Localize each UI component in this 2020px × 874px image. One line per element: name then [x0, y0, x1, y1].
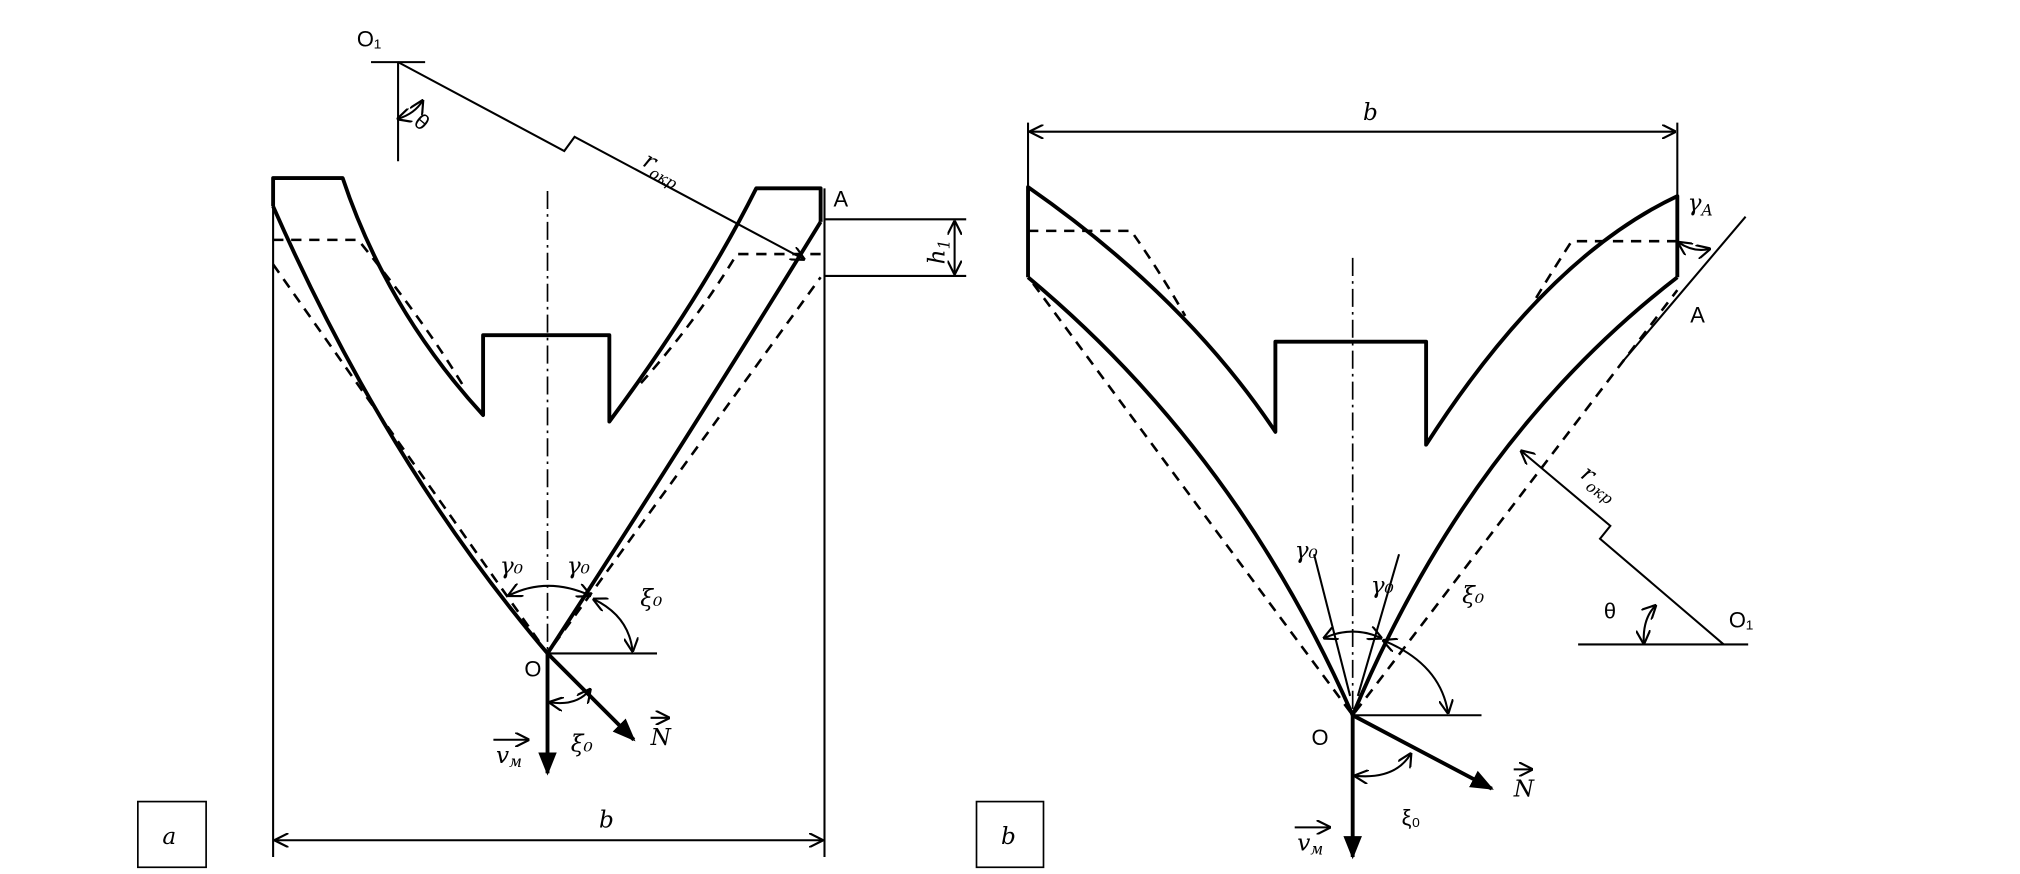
normal-label: N [1513, 775, 1535, 802]
velocity-label: vм [1297, 830, 1323, 859]
xi-upper-label: ξ₀ [640, 585, 662, 612]
normal-vector-arrow [546, 652, 636, 742]
xi-upper-arc [594, 599, 633, 651]
gamma-left-label: γ₀ [1295, 537, 1318, 564]
gamma-a-main: γ [1688, 189, 1702, 216]
gamma-arc [509, 586, 590, 596]
theta-label: θ [1604, 599, 1616, 624]
xi-lower-label: ξ₀ [571, 730, 593, 757]
tangent-left [1313, 553, 1352, 697]
gamma-a-sub: A [1699, 201, 1712, 219]
xi-lower-label: ξ₀ [1402, 805, 1421, 830]
blade-upper-outline [271, 176, 823, 424]
gamma-a-label: γA [1688, 189, 1713, 219]
panel-b: b γA A θ O₁ rокр γ₀ γ₀ ξ₀ O [975, 99, 1753, 869]
point-a-label: A [834, 186, 849, 211]
radius-line [397, 61, 804, 259]
panel-a-tag-box [137, 800, 207, 869]
dashed-left-inner [1028, 229, 1187, 317]
tangent-right [1356, 553, 1401, 697]
h1-label-sub: 1 [935, 240, 953, 250]
gamma-right-label: γ₀ [1371, 572, 1394, 599]
normal-label: N [650, 724, 672, 751]
dashed-right-inner [636, 252, 821, 388]
velocity-label-sub: м [1310, 840, 1323, 858]
width-label: b [599, 806, 614, 833]
velocity-label: vм [496, 742, 522, 771]
gamma-arc [1324, 632, 1381, 638]
point-a-label: A [1690, 302, 1705, 327]
panel-b-tag: b [1001, 823, 1016, 850]
blade-upper-outline [1026, 185, 1680, 447]
origin-label: O [524, 657, 541, 682]
dashed-outer-edges [1032, 282, 1679, 718]
velocity-label-main: v [496, 742, 509, 769]
theta-arc [1644, 606, 1656, 643]
panel-a-tag: a [162, 823, 176, 850]
velocity-label-main: v [1297, 830, 1310, 857]
o1-label: O₁ [1729, 608, 1753, 633]
gamma-a-arc [1679, 242, 1710, 249]
width-label: b [1363, 99, 1378, 126]
svg-text:h1: h1 [923, 240, 953, 265]
panel-b-tag-box [975, 800, 1045, 869]
radius-label: rокр [637, 147, 687, 193]
xi-upper-arc [1384, 641, 1448, 713]
xi-lower-arc [550, 690, 590, 704]
h1-label: h1 [923, 240, 953, 265]
gamma-left-label: γ₀ [500, 553, 523, 580]
xi-lower-arc [1355, 754, 1410, 776]
normal-vector-arrow [1351, 713, 1494, 791]
panel-a: b O₁ θ rокр A h1 γ₀ γ₀ ξ₀ O [137, 27, 967, 869]
radius-line [1521, 451, 1725, 646]
xi-upper-label: ξ₀ [1462, 582, 1484, 609]
h1-label-main: h [923, 249, 950, 264]
origin-label: O [1311, 725, 1328, 750]
svg-text:rокр: rокр [637, 147, 687, 193]
o1-label: O₁ [357, 27, 381, 52]
dashed-right-inner [1531, 239, 1678, 304]
radius-label-sub: окр [646, 164, 680, 193]
velocity-label-sub: м [509, 753, 522, 771]
tangent-line-a [1622, 216, 1747, 362]
theta-arc [398, 101, 422, 119]
dashed-left-inner [273, 238, 465, 388]
gamma-right-label: γ₀ [567, 553, 590, 580]
